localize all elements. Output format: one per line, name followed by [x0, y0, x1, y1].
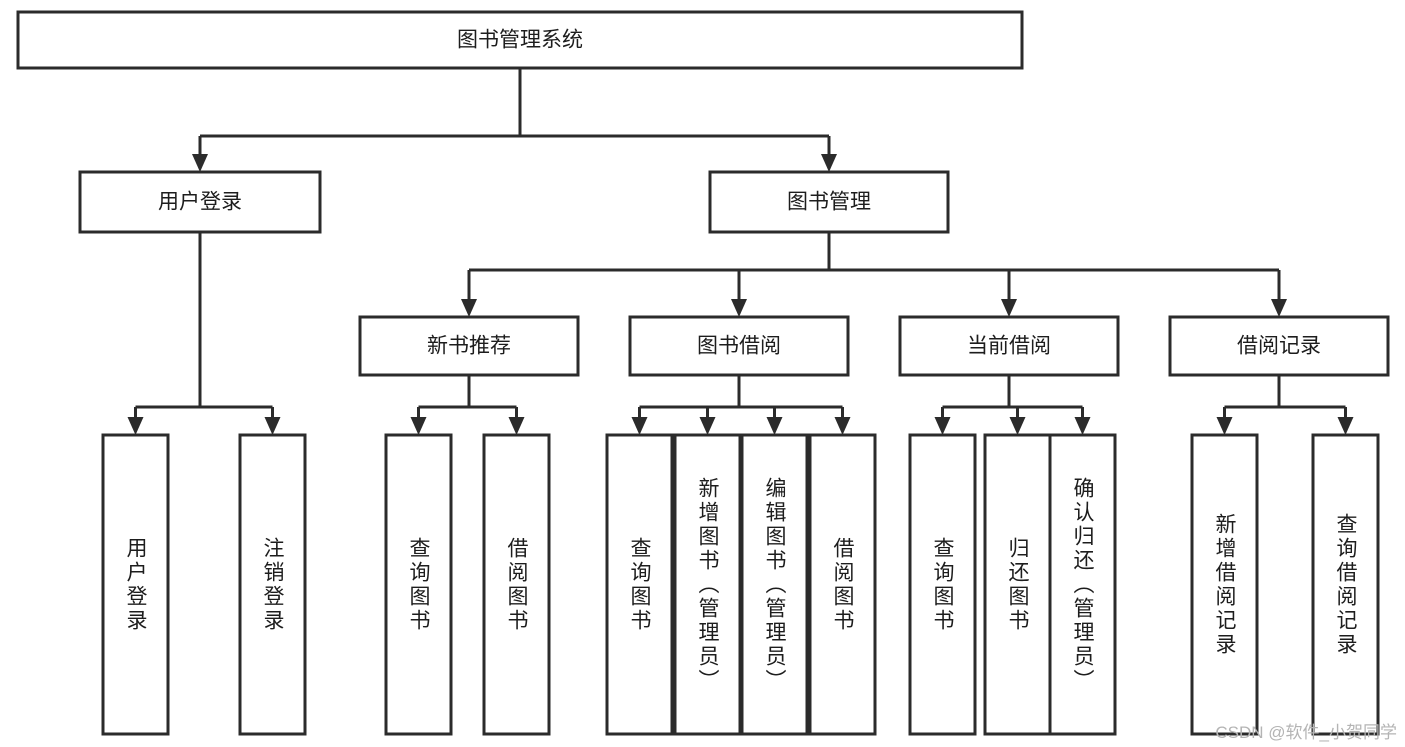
node-root-label: 图书管理系统 [457, 29, 583, 52]
node-level3-label-0: 新书推荐 [427, 335, 511, 358]
node-level2-label-1: 图书管理 [787, 191, 871, 214]
node-level3-label-1: 图书借阅 [697, 335, 781, 358]
watermark: CSDN @软件_小贺同学 [1215, 723, 1397, 742]
node-leaf-box-2[interactable] [384, 433, 453, 736]
node-leaf-box-4[interactable] [605, 433, 674, 736]
node-root-box[interactable] [16, 10, 1024, 70]
node-level2-box-1[interactable] [708, 170, 950, 234]
node-leaf-box-1[interactable] [238, 433, 307, 736]
node-level3-label-3: 借阅记录 [1237, 335, 1321, 358]
node-leaf-box-10[interactable] [1048, 433, 1117, 736]
connector-layer [127, 68, 1354, 435]
node-leaf-box-3[interactable] [482, 433, 551, 736]
node-level3-box-3[interactable] [1168, 315, 1390, 377]
node-level3-label-2: 当前借阅 [967, 335, 1051, 358]
node-leaf-box-8[interactable] [908, 433, 977, 736]
node-level3-box-2[interactable] [898, 315, 1120, 377]
node-leaf-box-0[interactable] [101, 433, 170, 736]
node-leaf-box-6[interactable] [740, 433, 809, 736]
node-level2-box-0[interactable] [78, 170, 322, 234]
node-box-layer [16, 10, 1390, 736]
node-level3-box-0[interactable] [358, 315, 580, 377]
node-level3-box-1[interactable] [628, 315, 850, 377]
node-leaf-box-7[interactable] [808, 433, 877, 736]
node-leaf-box-9[interactable] [983, 433, 1052, 736]
node-leaf-box-5[interactable] [673, 433, 742, 736]
node-leaf-box-11[interactable] [1190, 433, 1259, 736]
node-leaf-box-12[interactable] [1311, 433, 1380, 736]
node-level2-label-0: 用户登录 [158, 191, 242, 214]
